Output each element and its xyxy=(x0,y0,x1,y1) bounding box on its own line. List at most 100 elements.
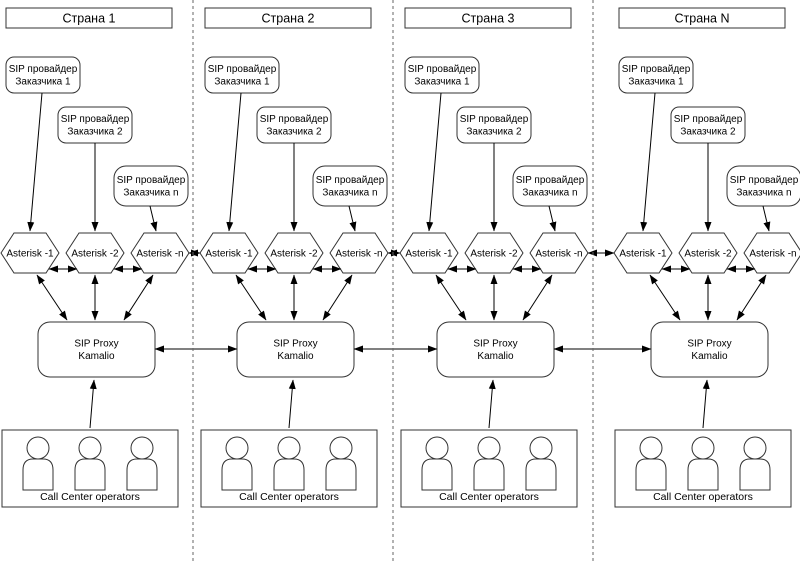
arrow-callcenter-to-proxy xyxy=(488,379,496,429)
sip-provider-label-line2: Заказчика 1 xyxy=(214,77,270,88)
sip-provider-label-line1: SIP провайдер xyxy=(208,64,277,75)
arrow-callcenter-to-proxy xyxy=(288,379,296,429)
operator-body xyxy=(473,458,505,491)
arrow-provider3-to-asterisk3 xyxy=(762,205,771,232)
operator-icon xyxy=(687,436,719,491)
sip-proxy-label-line2: Kamalio xyxy=(78,351,115,362)
country-title: Страна 1 xyxy=(63,12,116,26)
country-title-box xyxy=(618,7,786,29)
sip-provider-box xyxy=(618,56,694,94)
operator-body xyxy=(126,458,158,491)
operator-icon xyxy=(325,436,357,491)
asterisk-label: Asterisk -2 xyxy=(470,249,518,260)
sip-provider-box xyxy=(5,56,81,94)
sip-provider-label-line2: Заказчика 2 xyxy=(466,127,522,138)
sip-provider-label-line1: SIP провайдер xyxy=(516,175,585,186)
country-title: Страна N xyxy=(674,12,729,26)
operator-icon xyxy=(273,436,305,491)
sip-provider-box xyxy=(312,165,388,207)
operator-icon xyxy=(421,436,453,491)
call-center-label: Call Center operators xyxy=(653,491,753,503)
arrow-callcenter-to-proxy xyxy=(89,379,97,429)
sip-proxy-label-line2: Kamalio xyxy=(477,351,514,362)
arrow-provider1-to-asterisk1 xyxy=(426,92,442,232)
asterisk-hexagon xyxy=(264,232,324,274)
arrow-asterisk1-proxy xyxy=(36,274,68,321)
asterisk-label: Asterisk -1 xyxy=(6,249,54,260)
sip-provider-label-line1: SIP провайдер xyxy=(9,64,78,75)
arrow-asterisk3-proxy xyxy=(322,274,353,321)
arrow-asterisk1-proxy xyxy=(435,274,467,321)
arrow-asterisk1-proxy xyxy=(649,274,681,321)
sip-proxy-box xyxy=(436,321,555,378)
arrow-provider1-to-asterisk1 xyxy=(27,92,43,232)
sip-proxy-box xyxy=(37,321,156,378)
sip-proxy-box xyxy=(236,321,355,378)
sip-provider-label-line2: Заказчика n xyxy=(522,188,577,199)
operator-body xyxy=(635,458,667,491)
arrow-asterisk3-proxy xyxy=(522,274,553,321)
sip-provider-label-line1: SIP провайдер xyxy=(408,64,477,75)
arrow-callcenter-to-proxy xyxy=(702,379,710,429)
operator-body xyxy=(739,458,771,491)
operator-body xyxy=(74,458,106,491)
sip-provider-label-line2: Заказчика 1 xyxy=(628,77,684,88)
operator-body xyxy=(325,458,357,491)
asterisk-label: Asterisk -1 xyxy=(405,249,453,260)
asterisk-hexagon xyxy=(0,232,60,274)
country-title-box xyxy=(204,7,372,29)
sip-provider-label-line2: Заказчика 2 xyxy=(67,127,123,138)
call-center-box xyxy=(614,429,792,508)
sip-proxy-label-line1: SIP Proxy xyxy=(687,339,731,350)
call-center-label: Call Center operators xyxy=(239,491,339,503)
sip-proxy-box xyxy=(650,321,769,378)
asterisk-hexagon xyxy=(464,232,524,274)
asterisk-label: Asterisk -2 xyxy=(71,249,119,260)
sip-provider-label-line1: SIP провайдер xyxy=(117,175,186,186)
asterisk-hexagon xyxy=(613,232,673,274)
arrow-provider3-to-asterisk3 xyxy=(348,205,357,232)
asterisk-hexagon xyxy=(678,232,738,274)
sip-provider-label-line2: Заказчика n xyxy=(322,188,377,199)
sip-proxy-label-line1: SIP Proxy xyxy=(74,339,118,350)
sip-provider-label-line2: Заказчика 2 xyxy=(266,127,322,138)
sip-proxy-label-line1: SIP Proxy xyxy=(273,339,317,350)
operator-icon xyxy=(22,436,54,491)
sip-provider-label-line2: Заказчика 1 xyxy=(15,77,71,88)
arrow-asterisk3-proxy xyxy=(123,274,154,321)
call-center-box xyxy=(200,429,378,508)
asterisk-hexagon xyxy=(199,232,259,274)
asterisk-label: Asterisk -n xyxy=(749,249,796,260)
asterisk-hexagon xyxy=(743,232,800,274)
sip-provider-box xyxy=(512,165,588,207)
sip-provider-box xyxy=(57,106,133,144)
sip-proxy-label-line2: Kamalio xyxy=(691,351,728,362)
operator-icon xyxy=(221,436,253,491)
sip-provider-label-line1: SIP провайдер xyxy=(674,114,743,125)
sip-provider-label-line2: Заказчика n xyxy=(123,188,178,199)
operator-body xyxy=(421,458,453,491)
asterisk-label: Asterisk -1 xyxy=(619,249,667,260)
sip-proxy-label-line2: Kamalio xyxy=(277,351,314,362)
call-center-label: Call Center operators xyxy=(439,491,539,503)
arrow-asterisk3-proxy xyxy=(736,274,767,321)
sip-provider-box xyxy=(670,106,746,144)
sip-provider-label-line1: SIP провайдер xyxy=(61,114,130,125)
asterisk-label: Asterisk -1 xyxy=(205,249,253,260)
asterisk-label: Asterisk -n xyxy=(535,249,582,260)
arrow-provider1-to-asterisk1 xyxy=(640,92,656,232)
operator-icon xyxy=(635,436,667,491)
sip-provider-label-line1: SIP провайдер xyxy=(260,114,329,125)
arrow-asterisk1-proxy xyxy=(235,274,267,321)
asterisk-hexagon xyxy=(65,232,125,274)
sip-provider-box xyxy=(113,165,189,207)
operator-icon xyxy=(473,436,505,491)
sip-provider-box xyxy=(256,106,332,144)
sip-proxy-label-line1: SIP Proxy xyxy=(473,339,517,350)
country-title-box xyxy=(404,7,572,29)
